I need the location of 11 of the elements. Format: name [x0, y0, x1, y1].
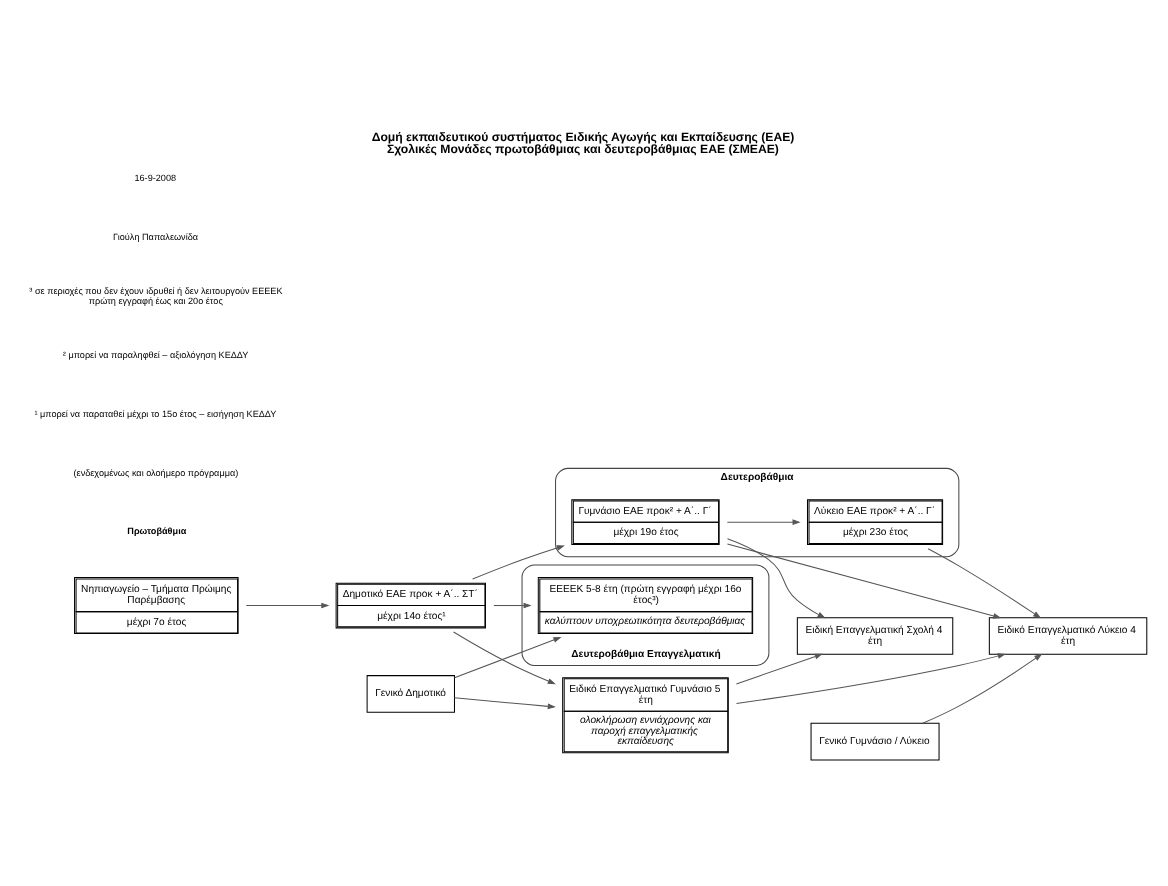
- arrow: [736, 652, 1006, 703]
- arrow: [472, 544, 565, 579]
- arrow: [735, 652, 823, 684]
- arrow: [726, 518, 801, 525]
- arrow: [726, 537, 826, 618]
- arrow: [493, 601, 532, 608]
- arrow: [726, 542, 1002, 618]
- arrow: [245, 601, 330, 608]
- arrow: [453, 696, 556, 709]
- arrow: [927, 547, 1042, 618]
- arrow: [922, 652, 1043, 723]
